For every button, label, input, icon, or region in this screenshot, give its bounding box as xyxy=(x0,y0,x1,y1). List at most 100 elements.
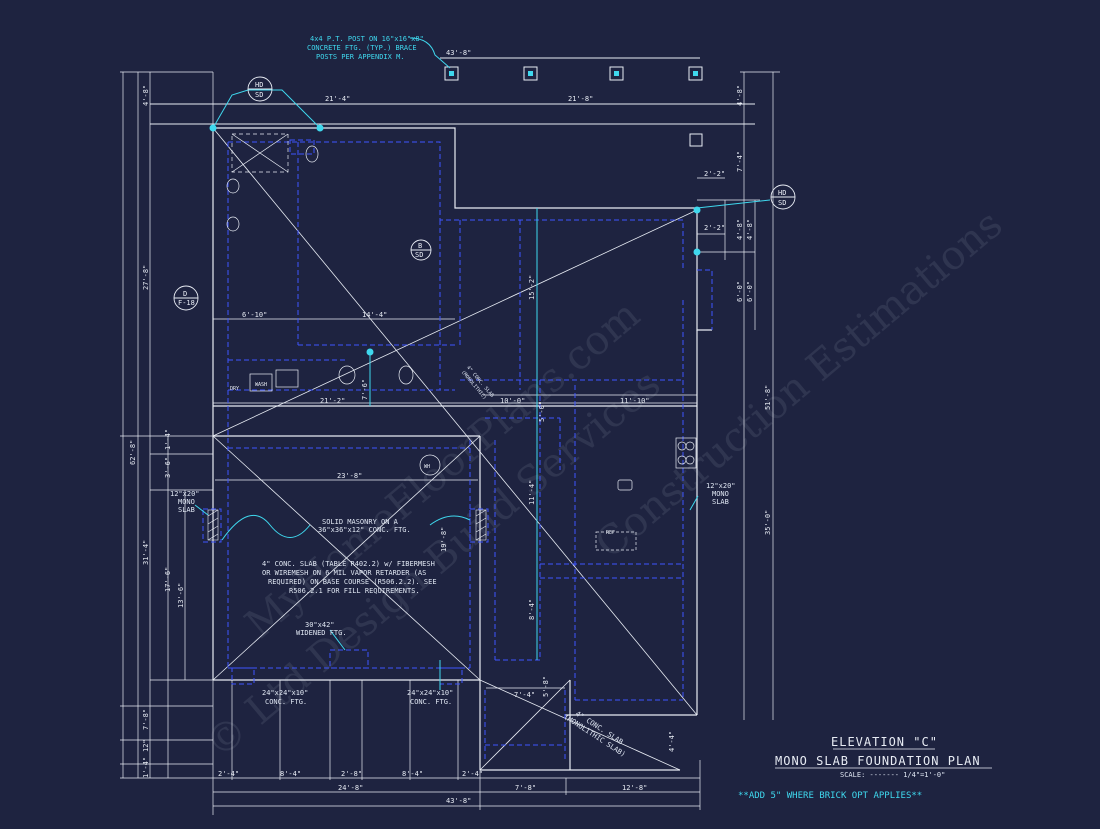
tag-hd-left: HD xyxy=(255,81,263,89)
scale-label: SCALE: ------- 1/4"=1'-0" xyxy=(840,771,945,779)
dim-bottom-8-4-b: 8'-4" xyxy=(402,770,423,778)
dim-top-right: 21'-8" xyxy=(568,95,593,103)
post-1 xyxy=(444,66,459,81)
dim-right-2-2-b: 2'-2" xyxy=(704,224,725,232)
dim-right-4-8-top: 4'-8" xyxy=(736,85,744,106)
post-note-line-3: POSTS PER APPENDIX M. xyxy=(316,53,405,61)
label-wh: WH xyxy=(424,464,430,470)
dim-10-0: 10'-0" xyxy=(500,397,525,405)
dim-left-1-4: 1'-4" xyxy=(164,429,172,450)
dim-8-4-vertical: 8'-4" xyxy=(528,599,536,620)
slab-note-line-3: REQUIRED) ON BASE COURSE (R506.2.2). SEE xyxy=(268,578,437,586)
post-4 xyxy=(688,66,703,81)
toilet-fixture xyxy=(305,145,319,163)
label-ref: REF xyxy=(606,530,615,536)
dim-left-7-8: 7'-8" xyxy=(142,709,150,730)
dimension-lines xyxy=(120,71,780,815)
dim-bottom-12-8: 12'-8" xyxy=(622,784,647,792)
masonry-hatch xyxy=(207,509,487,541)
dim-bottom-2-8: 2'-8" xyxy=(341,770,362,778)
dim-bottom-43-8: 43'-8" xyxy=(446,797,471,805)
sink-fixture-2 xyxy=(226,216,240,232)
dim-left-4-8: 4'-8" xyxy=(142,85,150,106)
title-underlines xyxy=(775,748,992,769)
dim-left-12: 12" xyxy=(142,739,150,752)
diag-slab-note: 4" CONC. SLAB (MONOLITHIC) xyxy=(460,365,495,401)
toilet-fixture-2 xyxy=(338,365,356,385)
fixtures xyxy=(226,133,697,551)
post-note-line-1: 4x4 P.T. POST ON 16"x16"x8" xyxy=(310,35,424,43)
label-dry: DRY xyxy=(230,386,239,392)
dim-bottom-24-8: 24'-8" xyxy=(338,784,363,792)
ftg-right-line-1: 24"x24"x10" xyxy=(407,689,453,697)
washer-fixture xyxy=(249,373,273,392)
masonry-note-line-1: SOLID MASONRY ON A xyxy=(322,518,399,526)
tag-sd-b: SD xyxy=(415,251,423,259)
post-note-line-2: CONCRETE FTG. (TYP.) BRACE xyxy=(307,44,417,52)
dim-19-8: 19'-8" xyxy=(440,527,448,552)
dim-bottom-2-4-a: 2'-4" xyxy=(218,770,239,778)
tag-hd-right: HD xyxy=(778,189,786,197)
dim-right-2-2-a: 2'-2" xyxy=(704,170,725,178)
slab-outline xyxy=(212,127,712,771)
dryer-fixture xyxy=(275,369,299,388)
dim-right-51-8: 51'-8" xyxy=(764,385,772,410)
dim-left-17-6: 17'-6" xyxy=(164,567,172,592)
slab-note-line-4: R506.2.1 FOR FILL REQUIREMENTS. xyxy=(289,587,420,595)
dim-left-13-6: 13'-6" xyxy=(177,583,185,608)
dim-top-left: 21'-4" xyxy=(325,95,350,103)
ftg-left-line-2: CONC. FTG. xyxy=(265,698,307,706)
dim-4-4: 4'-4" xyxy=(668,731,676,752)
mono-right-line-1: 12"x20" xyxy=(706,482,736,490)
diagonal-reference-lines xyxy=(212,127,698,771)
dim-left-62-8: 62'-8" xyxy=(129,440,137,465)
dim-5-0: 5'-0" xyxy=(538,401,546,422)
dim-top-overall: 43'-8" xyxy=(446,49,471,57)
dim-right-6-0-a: 6'-0" xyxy=(736,281,744,302)
slab-note-line-1: 4" CONC. SLAB (TABLE R402.2) w/ FIBERMES… xyxy=(262,560,435,568)
dim-7-4-b: 7'-4" xyxy=(514,691,535,699)
water-heater-fixture xyxy=(419,454,441,476)
dim-11-10: 11'-10" xyxy=(620,397,650,405)
tag-sd-right: SD xyxy=(778,199,786,207)
dim-11-4: 11'-4" xyxy=(528,480,536,505)
kitchen-sink-fixture xyxy=(675,437,697,469)
dim-right-4-8-a: 4'-8" xyxy=(736,219,744,240)
dim-left-1-4b: 1'-4" xyxy=(142,757,150,778)
dim-21-2: 21'-2" xyxy=(320,397,345,405)
tag-sd-left: SD xyxy=(255,91,263,99)
toilet-fixture-3 xyxy=(398,365,414,385)
dim-5-8: 5'-8" xyxy=(542,676,550,697)
elevation-title: ELEVATION "C" xyxy=(831,735,938,749)
dim-right-6-0-b: 6'-0" xyxy=(746,281,754,302)
dim-7-6: 7'-6" xyxy=(361,379,369,400)
dim-23-8: 23'-8" xyxy=(337,472,362,480)
widened-ftg-line-1: 30"x42" xyxy=(305,621,335,629)
ftg-right-line-2: CONC. FTG. xyxy=(410,698,452,706)
dim-bottom-2-4-b: 2'-4" xyxy=(462,770,483,778)
dim-left-31-4: 31'-4" xyxy=(142,540,150,565)
brick-note: **ADD 5" WHERE BRICK OPT APPLIES** xyxy=(738,791,922,801)
sink-fixture-1 xyxy=(226,178,240,194)
slab-note-line-2: OR WIREMESH ON 6 MIL VAPOR RETARDER (AS xyxy=(262,569,426,577)
tag-b: B xyxy=(418,242,422,250)
mono-left-line-3: SLAB xyxy=(178,506,195,514)
post-2 xyxy=(523,66,538,81)
dim-bottom-7-8: 7'-8" xyxy=(515,784,536,792)
dim-6-10: 6'-10" xyxy=(242,311,267,319)
post-3 xyxy=(609,66,624,81)
dim-left-3-6: 3'-6" xyxy=(164,457,172,478)
dim-right-7-4: 7'-4" xyxy=(736,151,744,172)
label-wash: WASH xyxy=(255,382,267,388)
dim-14-4: 14'-4" xyxy=(362,311,387,319)
tag-d: D xyxy=(183,290,187,298)
mono-right-line-2: MONO xyxy=(712,490,729,498)
masonry-note-line-2: 36"x36"x12" CONC. FTG. xyxy=(318,526,411,534)
porch-posts xyxy=(150,57,755,147)
mono-right-line-3: SLAB xyxy=(712,498,729,506)
ftg-left-line-1: 24"x24"x10" xyxy=(262,689,308,697)
conc-slab-note: 4" CONC. SLAB (MONOLITHIC SLAB) xyxy=(562,710,626,759)
mono-left-line-1: 12"x20" xyxy=(170,490,200,498)
